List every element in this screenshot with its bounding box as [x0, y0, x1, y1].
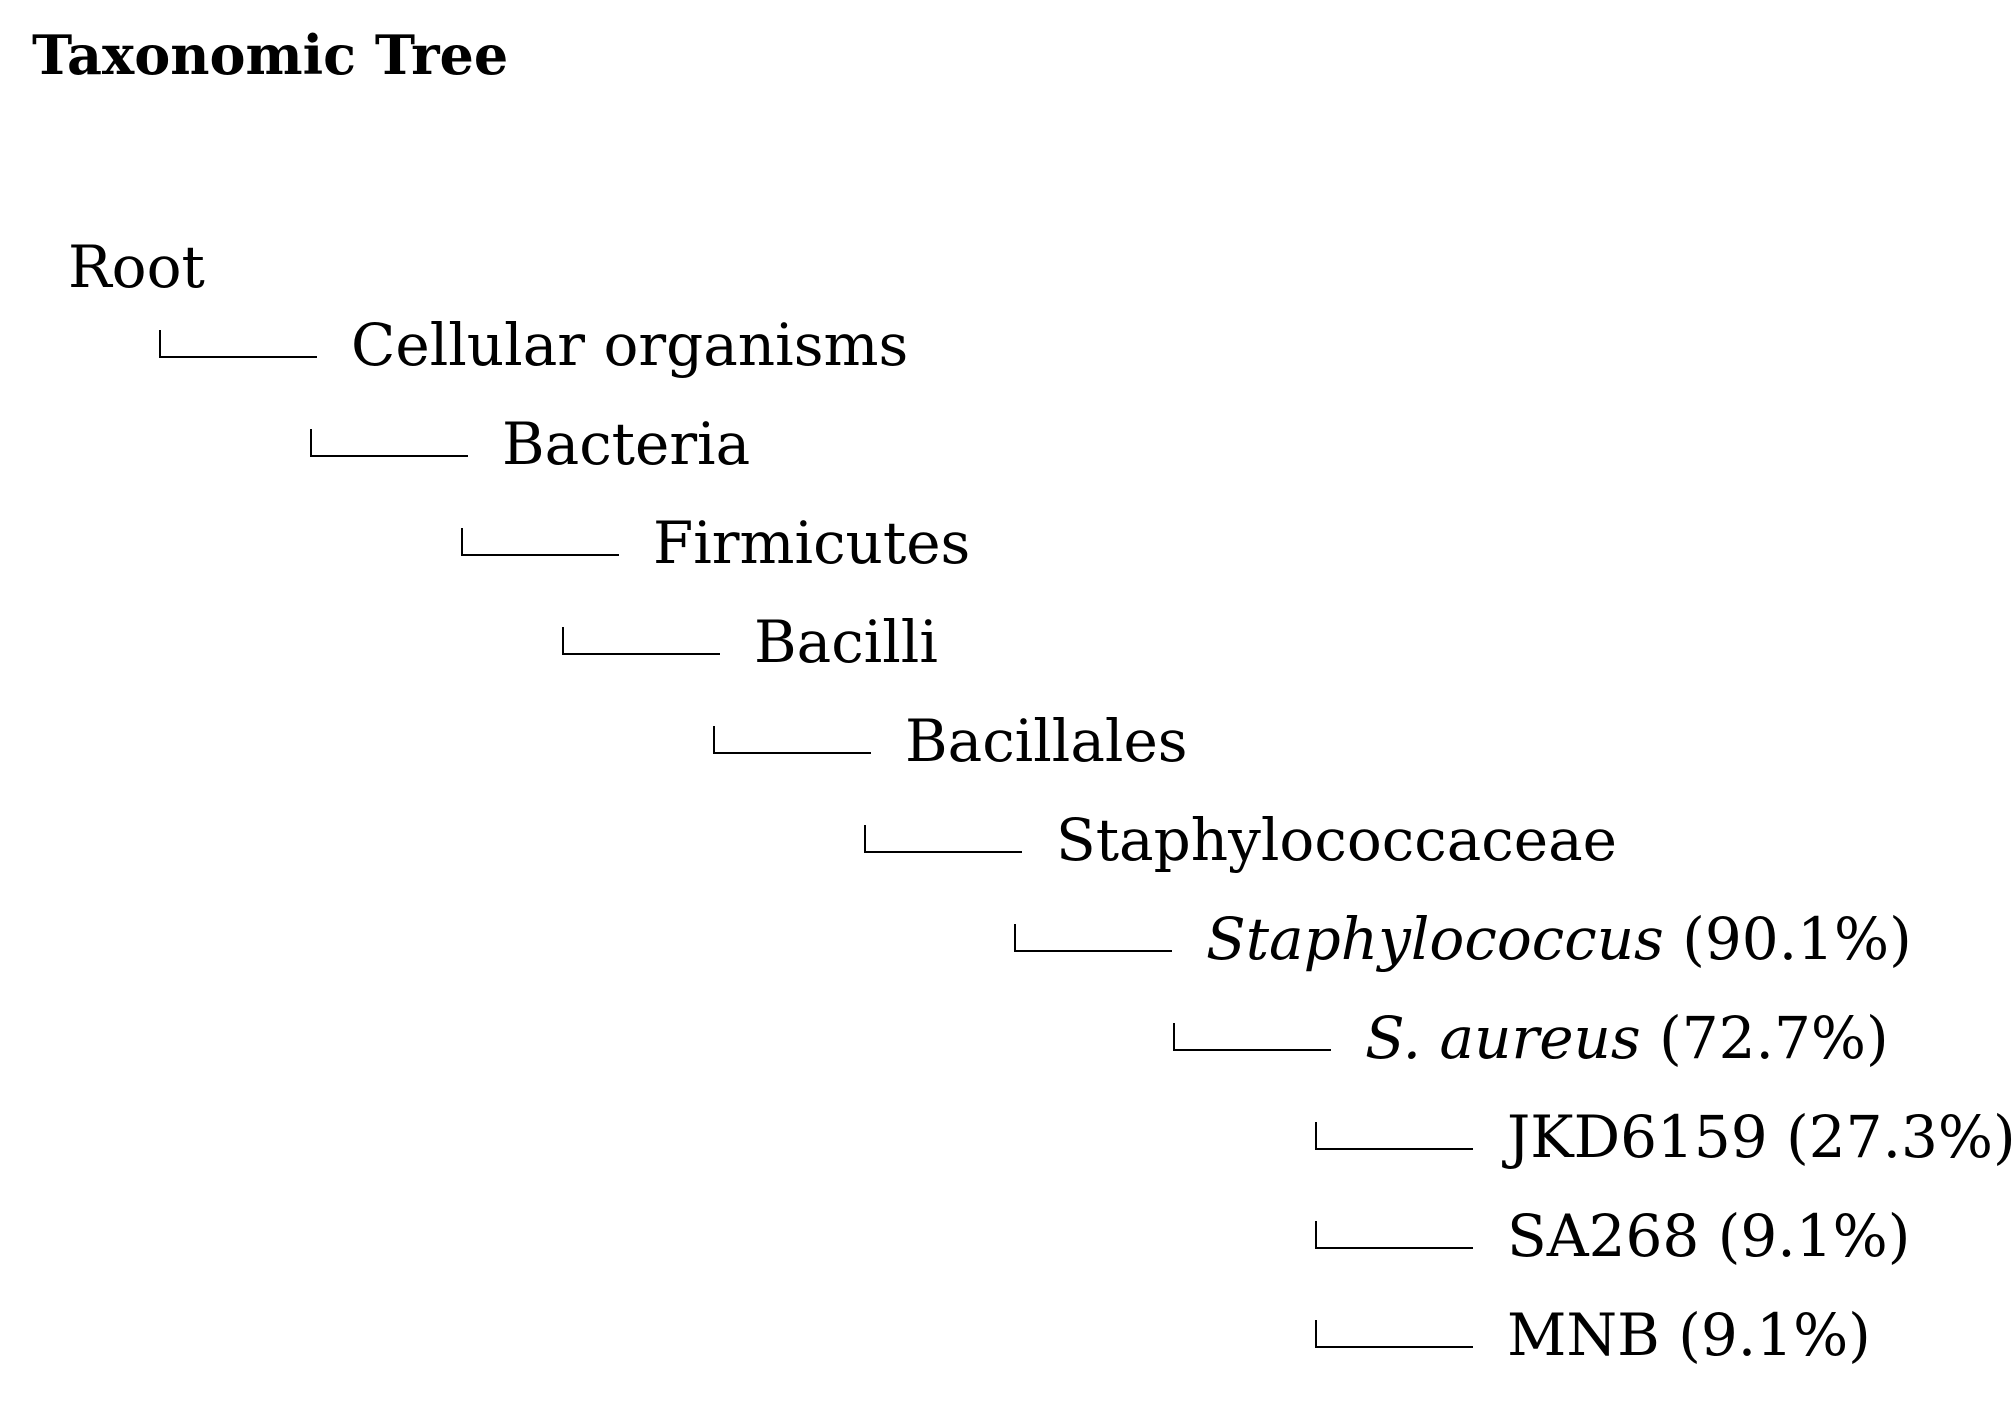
tree-connector	[1315, 1320, 1473, 1348]
tree-connector	[159, 330, 317, 358]
node-name-staphylococcus: Staphylococcus	[1206, 905, 1664, 973]
tree-connector	[1315, 1221, 1473, 1249]
node-name-staphylococcaceae: Staphylococcaceae	[1056, 806, 1617, 874]
tree-connector	[1173, 1023, 1331, 1051]
tree-connector	[1014, 924, 1172, 952]
node-name-bacteria: Bacteria	[502, 410, 751, 478]
tree-connector	[310, 429, 468, 457]
node-percent-mnb: (9.1%)	[1678, 1301, 1871, 1369]
tree-connector	[562, 627, 720, 655]
diagram-title: Taxonomic Tree	[32, 23, 509, 87]
node-name-bacillales: Bacillales	[905, 707, 1188, 775]
tree-connector	[1315, 1122, 1473, 1150]
node-name-jkd6159: JKD6159	[1507, 1103, 1768, 1171]
node-percent-s-aureus: (72.7%)	[1659, 1004, 1889, 1072]
node-percent-sa268: (9.1%)	[1717, 1202, 1911, 1270]
node-name-firmicutes: Firmicutes	[653, 509, 971, 577]
node-name-cellular-organisms: Cellular organisms	[351, 311, 909, 379]
node-label-root: Root	[68, 233, 205, 301]
tree-connector	[713, 726, 871, 754]
tree-connector	[461, 528, 619, 556]
node-percent-jkd6159: (27.3%)	[1786, 1103, 2016, 1171]
node-name-s-aureus: S. aureus	[1365, 1004, 1641, 1072]
tree-connector	[864, 825, 1022, 853]
node-name-bacilli: Bacilli	[754, 608, 938, 676]
node-name-mnb: MNB	[1507, 1301, 1660, 1369]
node-percent-staphylococcus: (90.1%)	[1682, 905, 1912, 973]
node-name-sa268: SA268	[1507, 1202, 1700, 1270]
